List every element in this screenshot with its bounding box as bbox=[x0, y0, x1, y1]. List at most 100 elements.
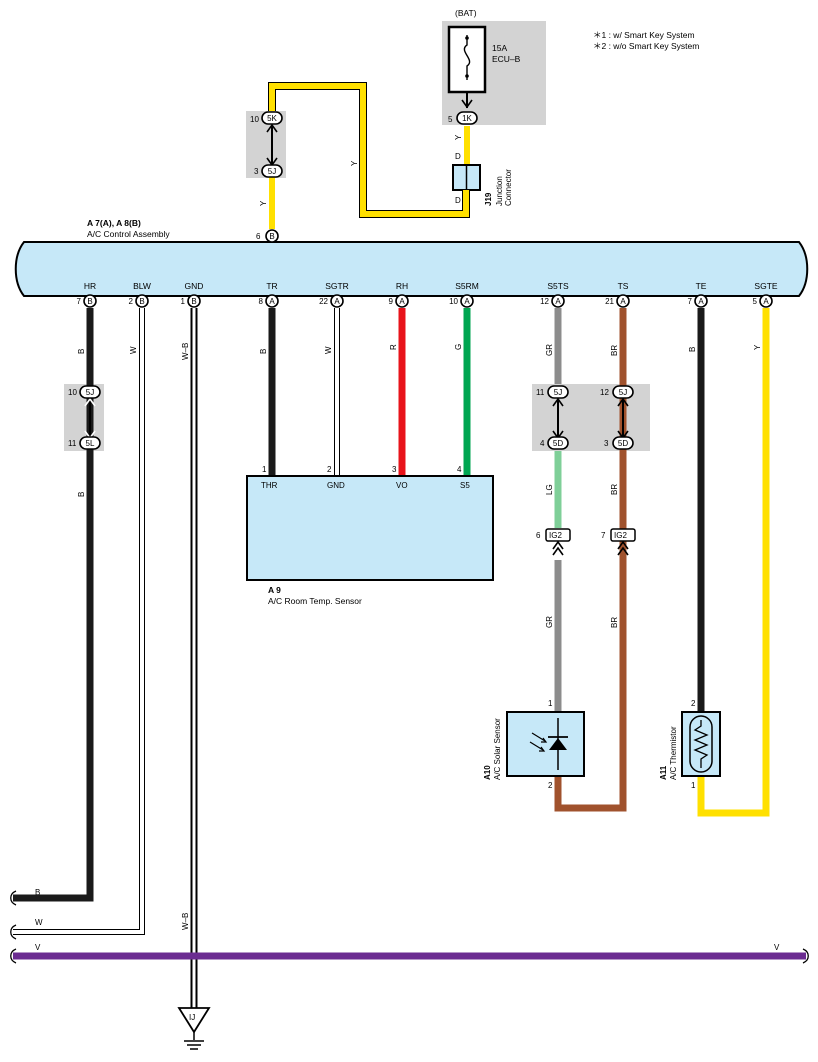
conn-5j-pin: 3 bbox=[254, 167, 259, 176]
solar-pin-bottom: 2 bbox=[548, 781, 553, 790]
wire-y-route bbox=[269, 83, 469, 217]
wire-label-hr: B bbox=[77, 349, 86, 354]
terminal-conn-letter: A bbox=[464, 297, 470, 306]
junction-bottom-pin: D bbox=[455, 196, 461, 205]
connector-5j-right-1-label: 5J bbox=[554, 388, 562, 397]
junction-id: J19 bbox=[484, 192, 493, 206]
svg-text:IG2: IG2 bbox=[614, 531, 627, 540]
terminal-pin: 22 bbox=[319, 297, 328, 306]
splice-left-bottom-pin: 11 bbox=[68, 439, 77, 448]
chevron-up-icon bbox=[552, 397, 564, 407]
wire-label-blw: W bbox=[129, 346, 138, 354]
room-sensor-thr: THR bbox=[261, 481, 278, 490]
thermistor-name: A/C Thermistor bbox=[669, 726, 678, 780]
note-smart-key: ＊1 : w/ Smart Key System bbox=[593, 30, 695, 40]
terminal-pin: 2 bbox=[129, 297, 134, 306]
chevron-down-icon bbox=[461, 99, 473, 109]
assembly-id: A 7(A), A 8(B) bbox=[87, 218, 141, 228]
ac-control-assembly-panel bbox=[14, 241, 809, 297]
wire-label-tr: B bbox=[259, 349, 268, 354]
terminal-connector-blw bbox=[135, 294, 149, 308]
fuse-name: ECU–B bbox=[492, 54, 521, 64]
resistor-icon bbox=[693, 720, 709, 768]
chevron-up-icon bbox=[266, 123, 278, 133]
wire-sgte-yellow bbox=[697, 308, 770, 817]
terminal-pin: 9 bbox=[389, 297, 394, 306]
wire-label-s5ts: GR bbox=[545, 344, 554, 356]
wire-label-y-left: Y bbox=[259, 200, 268, 206]
wire-label-sgte: Y bbox=[753, 344, 762, 350]
terminal-connector-rh bbox=[395, 294, 409, 308]
battery-label: (BAT) bbox=[455, 8, 477, 18]
wire-hr-black bbox=[13, 308, 94, 902]
fuse-rating: 15A bbox=[492, 43, 507, 53]
connector-5l-left-label: 5L bbox=[86, 439, 95, 448]
terminal-name-sgtr: SGTR bbox=[325, 281, 349, 291]
terminal-pin: 1 bbox=[181, 297, 186, 306]
fuse-pin: 5 bbox=[448, 115, 453, 124]
terminal-conn-letter: A bbox=[555, 297, 561, 306]
terminal-conn-letter: A bbox=[620, 297, 626, 306]
connector-5j-right-2 bbox=[612, 385, 634, 399]
continuation-brackets bbox=[10, 890, 809, 964]
terminal-conn-letter: A bbox=[698, 297, 704, 306]
plus-b-connector bbox=[265, 229, 279, 243]
terminal-pin: 7 bbox=[77, 297, 82, 306]
connector-5d-right-2-label: 5D bbox=[618, 439, 628, 448]
wire-label-s5ts-lg: LG bbox=[545, 484, 554, 495]
terminal-connector-hr bbox=[83, 294, 97, 308]
terminal-name-ts: TS bbox=[618, 281, 629, 291]
connector-5k bbox=[261, 111, 283, 125]
splice-left-top-pin: 10 bbox=[68, 388, 77, 397]
wire-label-s5rm: G bbox=[454, 344, 463, 350]
ig2-pin-6: 6 bbox=[536, 531, 541, 540]
ig2-connector-ts: IG2 bbox=[610, 528, 636, 556]
wire-label-gnd-lower: W–B bbox=[181, 913, 190, 930]
terminal-pin: 10 bbox=[449, 297, 458, 306]
wire-label-s5ts-gr: GR bbox=[545, 616, 554, 628]
wire-label-gnd: W–B bbox=[181, 343, 190, 360]
room-sensor-pin-2: 2 bbox=[327, 465, 332, 474]
connector-5k-label: 5K bbox=[267, 114, 277, 123]
terminal-connector-s5rm bbox=[460, 294, 474, 308]
room-temp-sensor-box bbox=[246, 475, 494, 581]
terminal-pin: 8 bbox=[259, 297, 264, 306]
terminal-conn-letter: A bbox=[763, 297, 769, 306]
terminal-connector-s5ts bbox=[551, 294, 565, 308]
conn-5k-pin: 10 bbox=[250, 115, 259, 124]
chevron-up-icon bbox=[84, 397, 96, 407]
terminal-connector-gnd bbox=[187, 294, 201, 308]
terminal-name-hr: HR bbox=[84, 281, 96, 291]
terminal-pin: 5 bbox=[753, 297, 758, 306]
wire-blw-white bbox=[13, 308, 144, 934]
connector-5j-left-label: 5J bbox=[86, 388, 94, 397]
terminal-name-s5rm: S5RM bbox=[455, 281, 479, 291]
room-sensor-pin-3: 3 bbox=[392, 465, 397, 474]
chevron-up-icon bbox=[617, 397, 629, 407]
wire-ts-brown bbox=[554, 308, 627, 812]
assembly-terminals: HRB7BLWB2GNDB1TRA8SGTRA22RHA9S5RMA10S5TS… bbox=[77, 111, 778, 450]
note-no-smart-key: ＊2 : w/o Smart Key System bbox=[593, 41, 699, 51]
connector-5l-left bbox=[79, 436, 101, 450]
bus-label-b: B bbox=[35, 888, 40, 897]
connector-5j-label: 5J bbox=[268, 167, 276, 176]
wire-label-sgtr: W bbox=[324, 346, 333, 354]
wire-label-ts: BR bbox=[610, 345, 619, 356]
room-sensor-gnd: GND bbox=[327, 481, 345, 490]
connector-1k bbox=[456, 111, 478, 125]
room-sensor-vo: VO bbox=[396, 481, 408, 490]
wire-label-y-right: Y bbox=[454, 134, 463, 140]
terminal-connector-te bbox=[694, 294, 708, 308]
terminal-name-blw: BLW bbox=[133, 281, 151, 291]
ig2-connector-s5ts: IG2 bbox=[545, 528, 571, 556]
connector-5d-right-1-label: 5D bbox=[553, 439, 563, 448]
ground-connector bbox=[177, 1007, 211, 1034]
wire-label-hr-below: B bbox=[77, 492, 86, 497]
terminal-conn-letter: B bbox=[139, 297, 144, 306]
terminal-name-te: TE bbox=[696, 281, 707, 291]
assembly-name: A/C Control Assembly bbox=[87, 229, 170, 239]
connector-1k-label: 1K bbox=[462, 114, 472, 123]
ground-label: IJ bbox=[189, 1013, 195, 1022]
thermistor-pin-top: 2 bbox=[691, 699, 696, 708]
fuse-icon bbox=[463, 35, 471, 80]
